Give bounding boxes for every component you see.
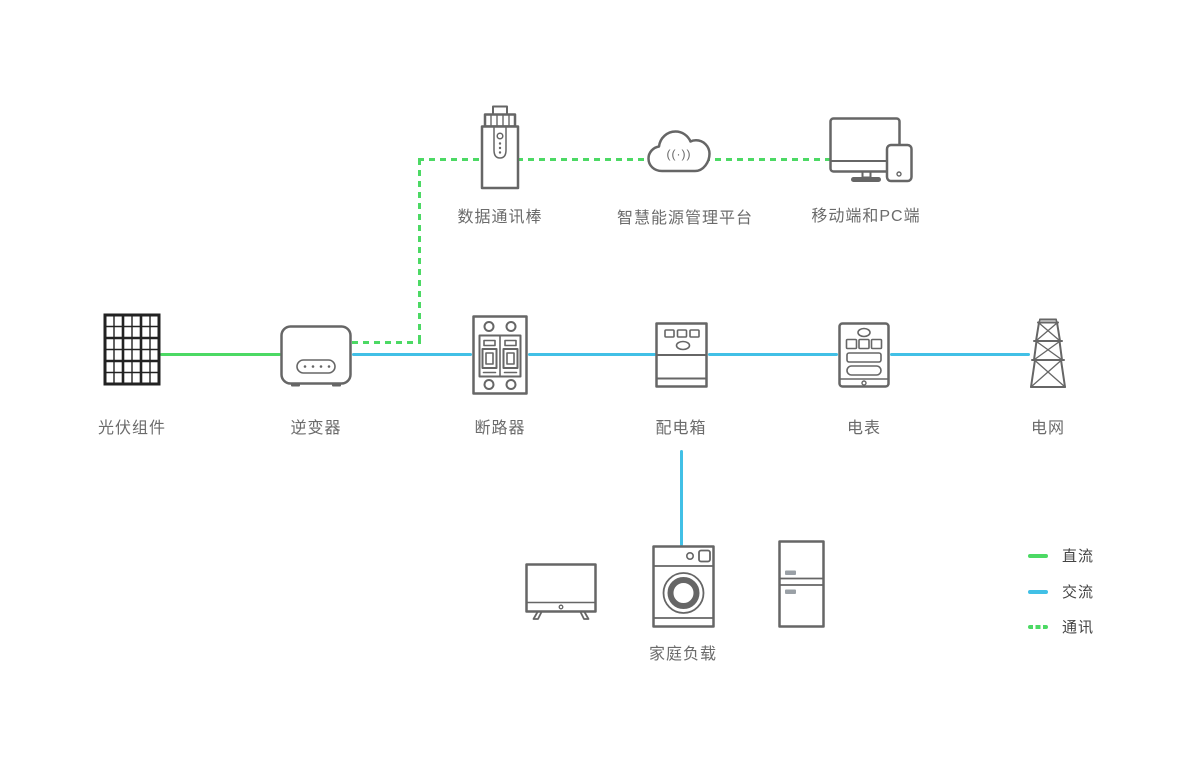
pv-label: 光伏组件 <box>97 420 167 437</box>
distribution-box-label: 配电箱 <box>655 420 707 437</box>
circuit-breaker-icon <box>472 315 528 395</box>
meter-label: 电表 <box>846 420 882 437</box>
data-stick-label: 数据通讯棒 <box>457 209 543 226</box>
legend-comm-label: 通讯 <box>1062 619 1095 636</box>
cloud-platform-node: ((·)) <box>646 126 714 178</box>
power-tower-icon <box>1030 318 1066 388</box>
dc-line-pv-inverter <box>160 353 281 356</box>
legend-ac-label: 交流 <box>1062 584 1095 601</box>
legend-item-ac: 交流 <box>1028 581 1094 602</box>
tv-node <box>525 563 597 621</box>
ac-line-breaker-distribution <box>528 353 656 356</box>
clients-node <box>829 117 913 183</box>
legend-item-dc: 直流 <box>1028 545 1094 566</box>
grid-node <box>1027 317 1069 390</box>
ac-line-meter-grid <box>890 353 1030 356</box>
dc-line-swatch <box>1028 553 1048 558</box>
clients-label: 移动端和PC端 <box>811 208 921 225</box>
grid-label: 电网 <box>1030 420 1066 437</box>
washing-machine-node <box>652 545 715 628</box>
breaker-node <box>472 315 528 395</box>
tv-icon <box>525 563 597 620</box>
ac-line-distribution-meter <box>708 353 838 356</box>
washing-machine-icon <box>652 545 715 628</box>
meter-node <box>838 322 890 388</box>
solar-panel-icon <box>103 313 161 386</box>
comm-line-inverter-horizontal <box>352 341 421 344</box>
cloud-platform-label: 智慧能源管理平台 <box>616 210 754 227</box>
data-stick-node <box>478 105 522 190</box>
legend-item-comm: 通讯 <box>1028 616 1094 637</box>
breaker-label: 断路器 <box>474 420 526 437</box>
home-loads-label: 家庭负载 <box>648 646 718 663</box>
distribution-box-icon <box>655 322 708 388</box>
fridge-icon <box>778 540 825 628</box>
inverter-node <box>280 325 352 388</box>
data-logger-stick-icon <box>480 105 520 190</box>
comm-line-top-horizontal <box>418 158 830 161</box>
ac-line-distribution-loads <box>680 450 683 546</box>
electric-meter-icon <box>838 322 890 388</box>
pv-module-node <box>103 313 161 386</box>
cloud-icon: ((·)) <box>647 130 711 173</box>
fridge-node <box>778 540 825 628</box>
inverter-label: 逆变器 <box>290 420 342 437</box>
ac-line-inverter-breaker <box>352 353 472 356</box>
monitor-and-phone-icon <box>829 117 913 183</box>
comm-line-vertical-riser <box>418 159 421 344</box>
comm-line-swatch <box>1028 624 1048 629</box>
legend-dc-label: 直流 <box>1062 548 1095 565</box>
ac-line-swatch <box>1028 589 1048 594</box>
distribution-box-node <box>655 322 708 388</box>
wifi-signal-glyph: ((·)) <box>667 147 692 161</box>
inverter-icon <box>280 325 352 387</box>
